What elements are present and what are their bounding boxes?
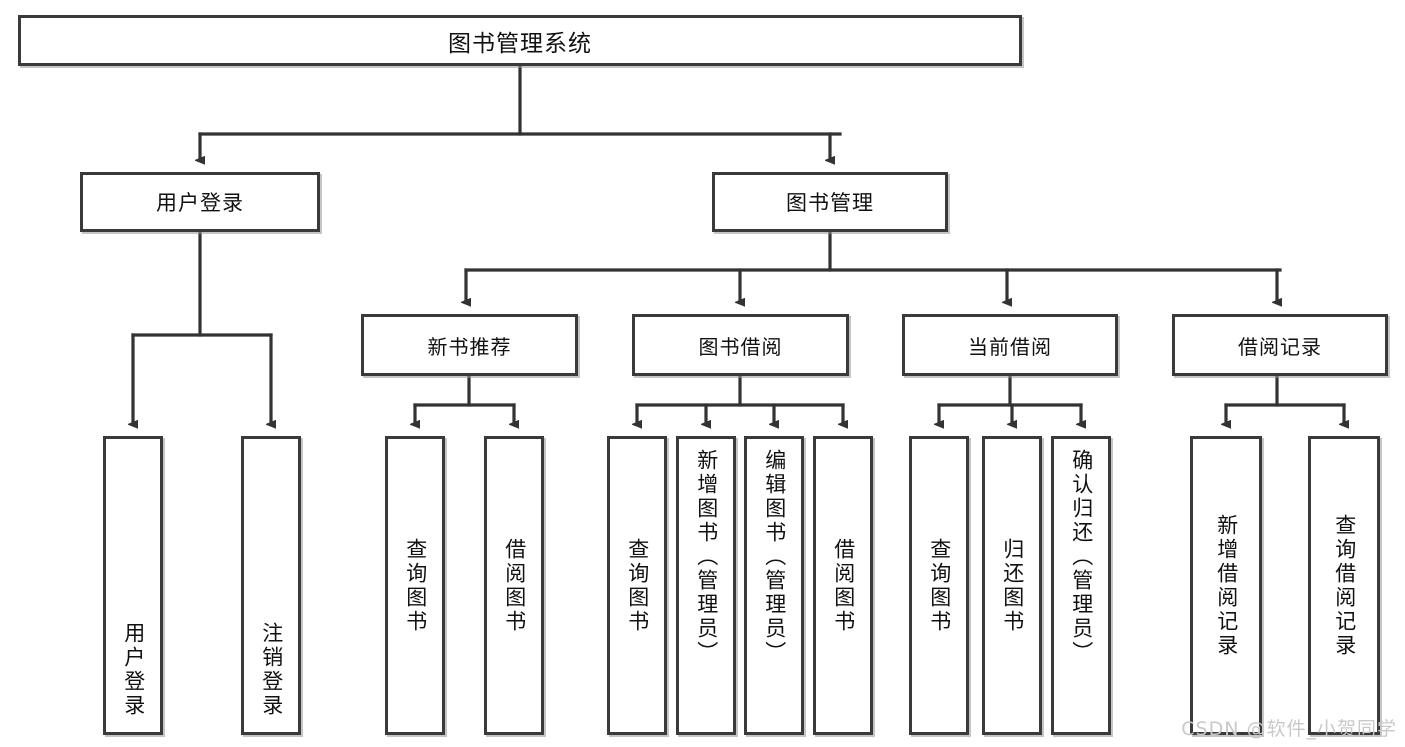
- leaf-recommend-query-book-label: 查询图书: [403, 537, 428, 634]
- node-borrow-record-label: 借阅记录: [1238, 334, 1322, 359]
- node-current-borrow-label: 当前借阅: [968, 334, 1052, 359]
- leaf-edit-book-admin[interactable]: 编辑图书（管理员）: [744, 436, 804, 735]
- node-new-book-recommend-label: 新书推荐: [427, 334, 512, 359]
- leaf-recommend-borrow-book[interactable]: 借阅图书: [484, 436, 544, 735]
- node-book-borrow[interactable]: 图书借阅: [632, 314, 849, 376]
- leaf-add-book-admin-label: 新增图书（管理员）: [694, 449, 719, 665]
- leaf-return-book[interactable]: 归还图书: [982, 436, 1042, 735]
- leaf-logout[interactable]: 注销登录: [241, 436, 301, 735]
- leaf-add-borrow-record[interactable]: 新增借阅记录: [1190, 436, 1262, 735]
- leaf-recommend-borrow-book-label: 借阅图书: [502, 537, 527, 634]
- leaf-borrow-book-label: 借阅图书: [831, 537, 856, 634]
- leaf-logout-label: 注销登录: [259, 622, 284, 718]
- node-book-manage-label: 图书管理: [786, 191, 874, 215]
- leaf-current-query-book[interactable]: 查询图书: [909, 436, 969, 735]
- leaf-current-query-book-label: 查询图书: [927, 537, 952, 634]
- node-current-borrow[interactable]: 当前借阅: [902, 314, 1118, 376]
- node-book-borrow-label: 图书借阅: [698, 334, 783, 359]
- leaf-query-borrow-record[interactable]: 查询借阅记录: [1308, 436, 1380, 735]
- node-book-manage[interactable]: 图书管理: [712, 172, 948, 232]
- leaf-borrow-book[interactable]: 借阅图书: [813, 436, 873, 735]
- csdn-watermark: CSDN @软件_小贺同学: [1181, 718, 1397, 740]
- leaf-add-borrow-record-label: 新增借阅记录: [1214, 513, 1239, 658]
- leaf-confirm-return-admin-label: 确认归还（管理员）: [1069, 449, 1094, 665]
- leaf-return-book-label: 归还图书: [1000, 537, 1025, 634]
- leaf-user-login[interactable]: 用户登录: [103, 436, 163, 735]
- leaf-user-login-label: 用户登录: [121, 622, 146, 718]
- node-borrow-record[interactable]: 借阅记录: [1172, 314, 1388, 376]
- node-user-login[interactable]: 用户登录: [80, 172, 320, 232]
- leaf-confirm-return-admin[interactable]: 确认归还（管理员）: [1051, 436, 1111, 735]
- leaf-borrow-query-book[interactable]: 查询图书: [607, 436, 667, 735]
- node-new-book-recommend[interactable]: 新书推荐: [361, 314, 578, 376]
- leaf-query-borrow-record-label: 查询借阅记录: [1332, 513, 1357, 658]
- node-user-login-label: 用户登录: [156, 191, 244, 215]
- leaf-edit-book-admin-label: 编辑图书（管理员）: [762, 449, 787, 665]
- leaf-add-book-admin[interactable]: 新增图书（管理员）: [676, 436, 736, 735]
- leaf-borrow-query-book-label: 查询图书: [625, 537, 650, 634]
- node-root[interactable]: 图书管理系统: [18, 15, 1022, 66]
- node-root-label: 图书管理系统: [448, 30, 592, 57]
- leaf-recommend-query-book[interactable]: 查询图书: [385, 436, 445, 735]
